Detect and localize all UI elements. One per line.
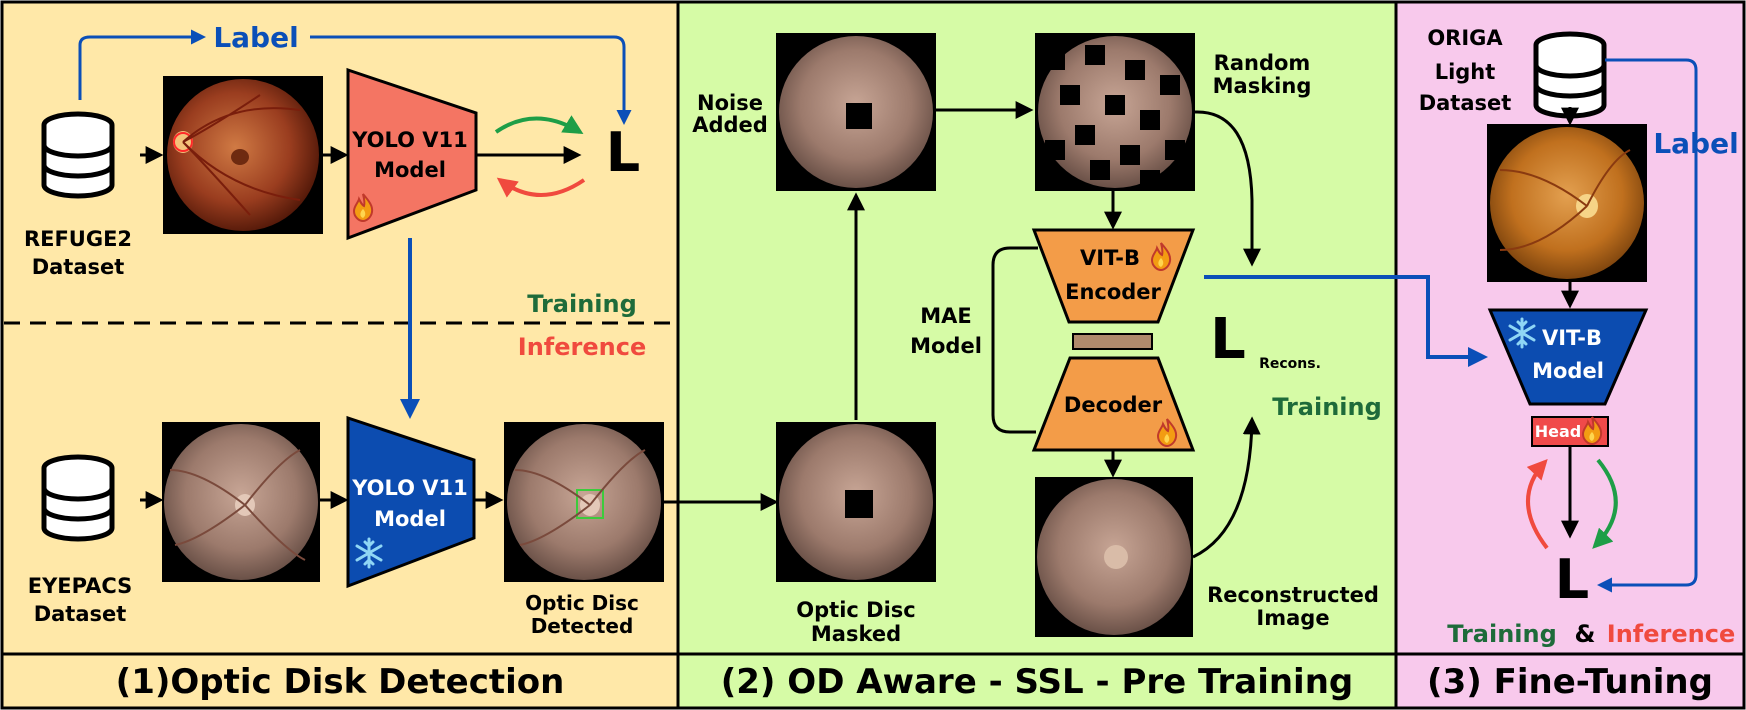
fundus-image [1487,124,1647,282]
mae-decoder [1031,356,1196,452]
mae-bracket [991,246,1038,434]
red-curve-arrow [496,177,586,198]
fundus-image [1035,477,1193,637]
red-curve-arrow [1526,459,1549,550]
mae-label-line1: MAE [920,304,972,328]
loss-symbol: L [606,121,640,184]
label-text-right: Label [1653,127,1738,160]
ft-training-label: Training [1447,620,1557,648]
origa-label-line2: Light [1435,60,1496,84]
green-curve-arrow [494,115,584,135]
noise-label-line2: Added [692,113,768,137]
footer-panel-1: (1)Optic Disk Detection [116,662,565,702]
label-arrow-left [78,29,206,100]
eyepacs-dataset-suffix: Dataset [34,602,127,626]
yolo-infer-model-word: Model [374,507,446,531]
masked-label-line2: Masked [811,622,901,646]
yolo-train-name: YOLO V11 [351,128,468,152]
origa-label-line1: ORIGA [1427,26,1503,50]
training-label: Training [527,290,637,318]
label-loop-arrow [1597,58,1698,593]
mae-label-line2: Model [910,334,982,358]
label-arrow-right [310,35,632,125]
fundus-image [162,422,320,582]
database-icon [1536,34,1604,116]
fundus-image [776,33,936,191]
yolo-train-model-word: Model [374,158,446,182]
vit-finetune-model [1487,308,1649,406]
footer-3-background [1394,652,1746,710]
fundus-image [163,76,323,234]
arrow-recon-to-loss [1192,416,1261,559]
noise-label-line1: Noise [697,91,763,115]
database-icon [44,114,112,196]
label-text: Label [213,21,298,54]
database-icon [44,457,112,539]
footer-panel-3: (3) Fine-Tuning [1427,662,1713,702]
origa-label-line3: Dataset [1419,91,1512,115]
ft-amp-label: & [1575,620,1596,648]
green-curve-arrow [1592,458,1618,549]
encoder-label-line2: Encoder [1065,280,1161,304]
latent-bar [1072,333,1153,350]
yolo-infer-name: YOLO V11 [351,476,468,500]
random-masked-image [1035,33,1195,191]
yolo-inference-model [346,415,476,589]
encoder-label-line1: VIT-B [1080,246,1140,270]
refuge-dataset-name: REFUGE2 [24,227,132,251]
masking-label-line1: Random [1214,51,1311,75]
footer-2-background [676,652,1398,710]
fundus-image [776,422,936,582]
arrow-mask-to-loss [1194,110,1261,267]
vit-encoder [1031,228,1196,324]
ft-inference-label: Inference [1607,620,1735,648]
head-label: Head [1535,422,1582,441]
detected-label-line1: Optic Disc [525,591,639,615]
yolo-training-model [346,67,478,241]
vit-label-line1: VIT-B [1542,326,1602,350]
fundus-image [504,422,664,582]
decoder-label: Decoder [1064,393,1163,417]
finetune-loss-symbol: L [1555,548,1589,611]
vit-label-line2: Model [1532,359,1604,383]
recon-loss-symbol: L [1210,307,1246,372]
eyepacs-dataset-name: EYEPACS [28,574,133,598]
detected-label-line2: Detected [531,614,634,638]
ssl-training-label: Training [1272,393,1382,421]
inference-label: Inference [518,333,646,361]
recon-loss-subscript: Recons. [1259,356,1321,372]
masked-label-line1: Optic Disc [796,598,915,622]
masking-label-line2: Masking [1213,74,1312,98]
refuge-dataset-suffix: Dataset [32,255,125,279]
recon-label-line1: Reconstructed [1207,583,1379,607]
recon-label-line2: Image [1256,606,1329,630]
footer-panel-2: (2) OD Aware - SSL - Pre Training [721,662,1354,702]
encoder-transfer-arrow [1204,275,1488,367]
